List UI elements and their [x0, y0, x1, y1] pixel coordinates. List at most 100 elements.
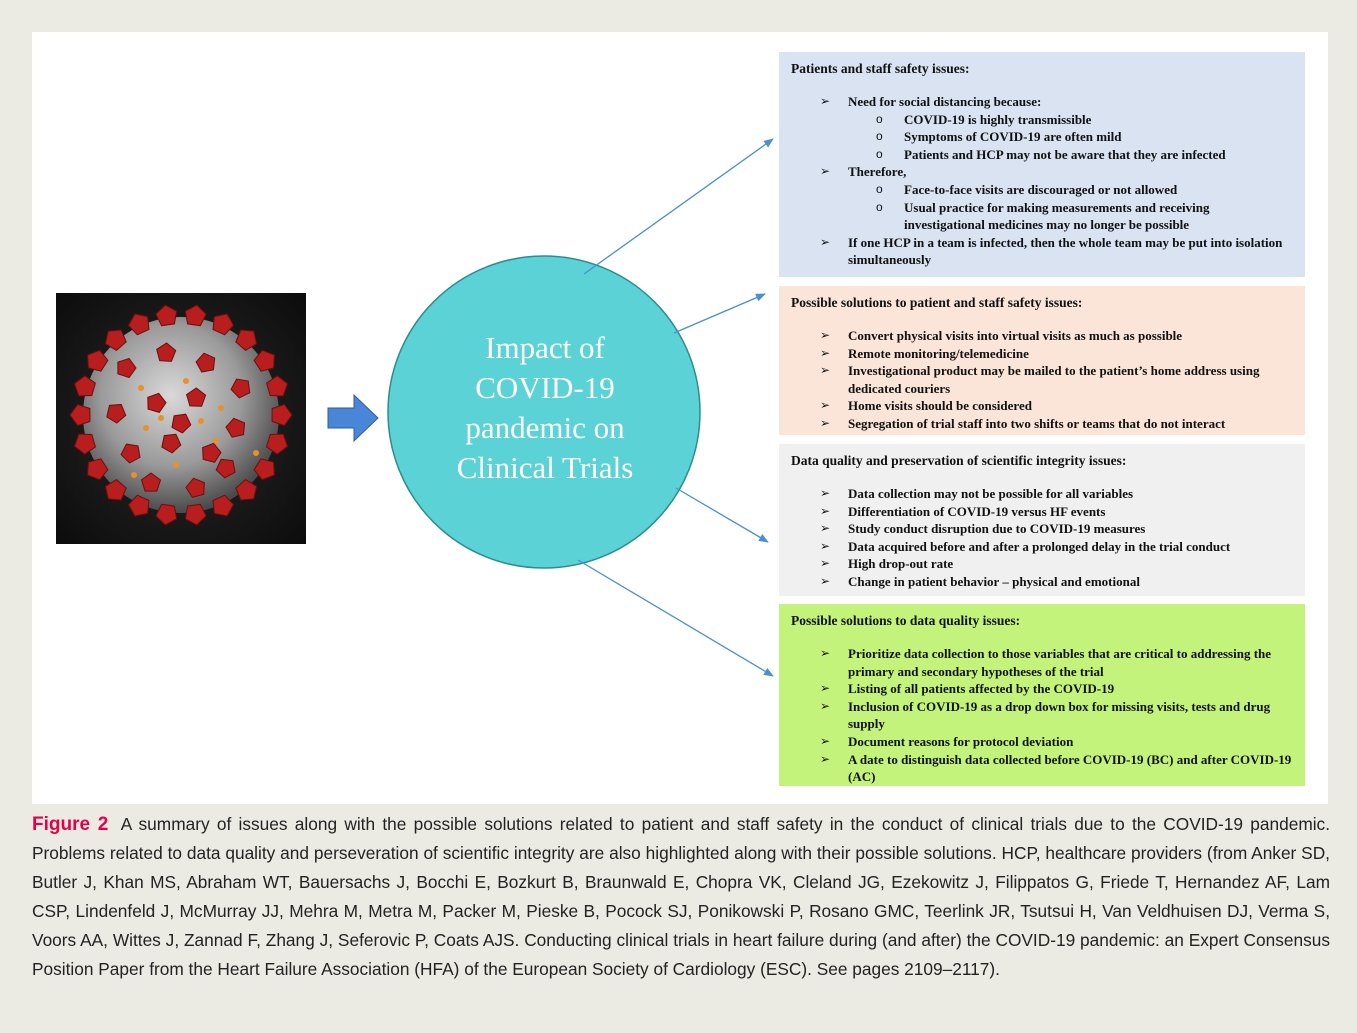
spike-protein [104, 329, 127, 352]
envelope-dot [173, 462, 179, 468]
sub-item: Patients and HCP may not be aware that t… [876, 146, 1293, 164]
bullet-list: Data collection may not be possible for … [791, 485, 1293, 591]
box-title: Patients and staff safety issues: [791, 61, 970, 76]
safety-issues-box: Patients and staff safety issues: Need f… [779, 52, 1305, 277]
list-item: Study conduct disruption due to COVID-19… [820, 520, 1293, 538]
spike-protein [155, 304, 178, 327]
list-item: Inclusion of COVID-19 as a drop down box… [820, 698, 1293, 733]
spike-protein [235, 329, 258, 352]
center-label: Impact of COVID-19 pandemic on Clinical … [395, 328, 695, 488]
sub-list: COVID-19 is highly transmissible Symptom… [848, 111, 1293, 164]
list-item: Data acquired before and after a prolong… [820, 538, 1293, 556]
spike-protein [271, 403, 293, 427]
spike-protein [147, 392, 167, 413]
envelope-dot [253, 450, 259, 456]
list-item: High drop-out rate [820, 555, 1293, 573]
arrow-to-data-issues [675, 487, 769, 543]
sub-item: Face-to-face visits are discouraged or n… [876, 181, 1293, 199]
list-item: Therefore, Face-to-face visits are disco… [820, 163, 1293, 233]
spike-protein [87, 349, 109, 372]
spike-protein [69, 403, 91, 427]
coronavirus-image [56, 293, 306, 544]
spike-protein [73, 433, 96, 455]
bullet-list: Convert physical visits into virtual vis… [791, 327, 1293, 433]
spike-protein [266, 433, 289, 455]
spike-protein [171, 413, 192, 434]
item-text: Therefore, [848, 164, 907, 180]
spike-protein [184, 304, 207, 327]
bullet-list: Need for social distancing because: COVI… [791, 93, 1293, 269]
box-title: Possible solutions to patient and staff … [791, 295, 1083, 310]
spike-protein [117, 357, 137, 379]
envelope-dot [138, 385, 144, 391]
envelope-dot [131, 472, 137, 478]
spike-protein [127, 313, 150, 336]
list-item: Data collection may not be possible for … [820, 485, 1293, 503]
spike-protein [106, 403, 127, 424]
arrow-to-safety-solutions [673, 293, 766, 334]
caption-text: A summary of issues along with the possi… [32, 814, 1330, 979]
center-line: COVID-19 [475, 370, 615, 405]
block-arrow [327, 393, 379, 443]
spike-protein [73, 375, 96, 397]
data-quality-solutions-box: Possible solutions to data quality issue… [779, 604, 1305, 786]
list-item: Remote monitoring/telemedicine [820, 345, 1293, 363]
spike-protein [215, 458, 236, 479]
sub-item: COVID-19 is highly transmissible [876, 111, 1293, 129]
spike-protein [184, 503, 207, 526]
item-text: Need for social distancing because: [848, 94, 1042, 109]
box-title: Possible solutions to data quality issue… [791, 613, 1021, 628]
spike-protein [156, 342, 177, 362]
envelope-dot [143, 425, 149, 431]
impact-ellipse [387, 255, 701, 569]
bullet-list: Prioritize data collection to those vari… [791, 645, 1293, 786]
data-quality-issues-box: Data quality and preservation of scienti… [779, 444, 1305, 596]
spike-protein [104, 478, 127, 501]
spike-protein [225, 417, 246, 438]
spike-protein [127, 494, 150, 517]
sub-item: Symptoms of COVID-19 are often mild [876, 128, 1293, 146]
spike-protein [186, 387, 207, 407]
spike-protein [266, 375, 289, 397]
safety-solutions-box: Possible solutions to patient and staff … [779, 286, 1305, 435]
arrow-to-safety-issues [583, 138, 774, 275]
box-title: Data quality and preservation of scienti… [791, 453, 1127, 468]
sub-list: Face-to-face visits are discouraged or n… [848, 181, 1293, 234]
spike-protein [235, 478, 258, 501]
spike-protein [155, 503, 178, 526]
list-item: Convert physical visits into virtual vis… [820, 327, 1293, 345]
list-item: Home visits should be considered [820, 397, 1293, 415]
list-item: Change in patient behavior – physical an… [820, 573, 1293, 591]
figure-label: Figure 2 [32, 814, 109, 835]
spike-protein [212, 313, 235, 336]
spike-protein [161, 433, 182, 454]
spike-protein [202, 442, 222, 463]
spike-protein [253, 349, 275, 372]
center-line: pandemic on [465, 410, 625, 445]
envelope-dot [213, 438, 219, 444]
envelope-dot [183, 378, 189, 384]
spike-protein [195, 352, 216, 373]
list-item: Listing of all patients affected by the … [820, 680, 1293, 698]
list-item: Need for social distancing because: COVI… [820, 93, 1293, 163]
sub-item: Usual practice for making measurements a… [876, 199, 1293, 234]
coronavirus-illustration [56, 293, 306, 544]
spike-protein [253, 458, 275, 481]
center-line: Impact of [485, 330, 605, 365]
list-item: Document reasons for protocol deviation [820, 733, 1293, 751]
list-item: A date to distinguish data collected bef… [820, 751, 1293, 786]
spike-protein [87, 458, 109, 481]
list-item: Investigational product may be mailed to… [820, 362, 1293, 397]
envelope-dot [198, 418, 204, 424]
list-item: Prioritize data collection to those vari… [820, 645, 1293, 680]
spike-protein [185, 477, 205, 498]
list-item: If one HCP in a team is infected, then t… [820, 234, 1293, 269]
envelope-dot [158, 415, 164, 421]
envelope-dot [218, 405, 224, 411]
spike-protein [212, 494, 235, 517]
arrow-to-data-solutions [577, 559, 774, 677]
list-item: Differentiation of COVID-19 versus HF ev… [820, 503, 1293, 521]
list-item: Segregation of trial staff into two shif… [820, 415, 1293, 433]
spike-protein [140, 472, 162, 492]
